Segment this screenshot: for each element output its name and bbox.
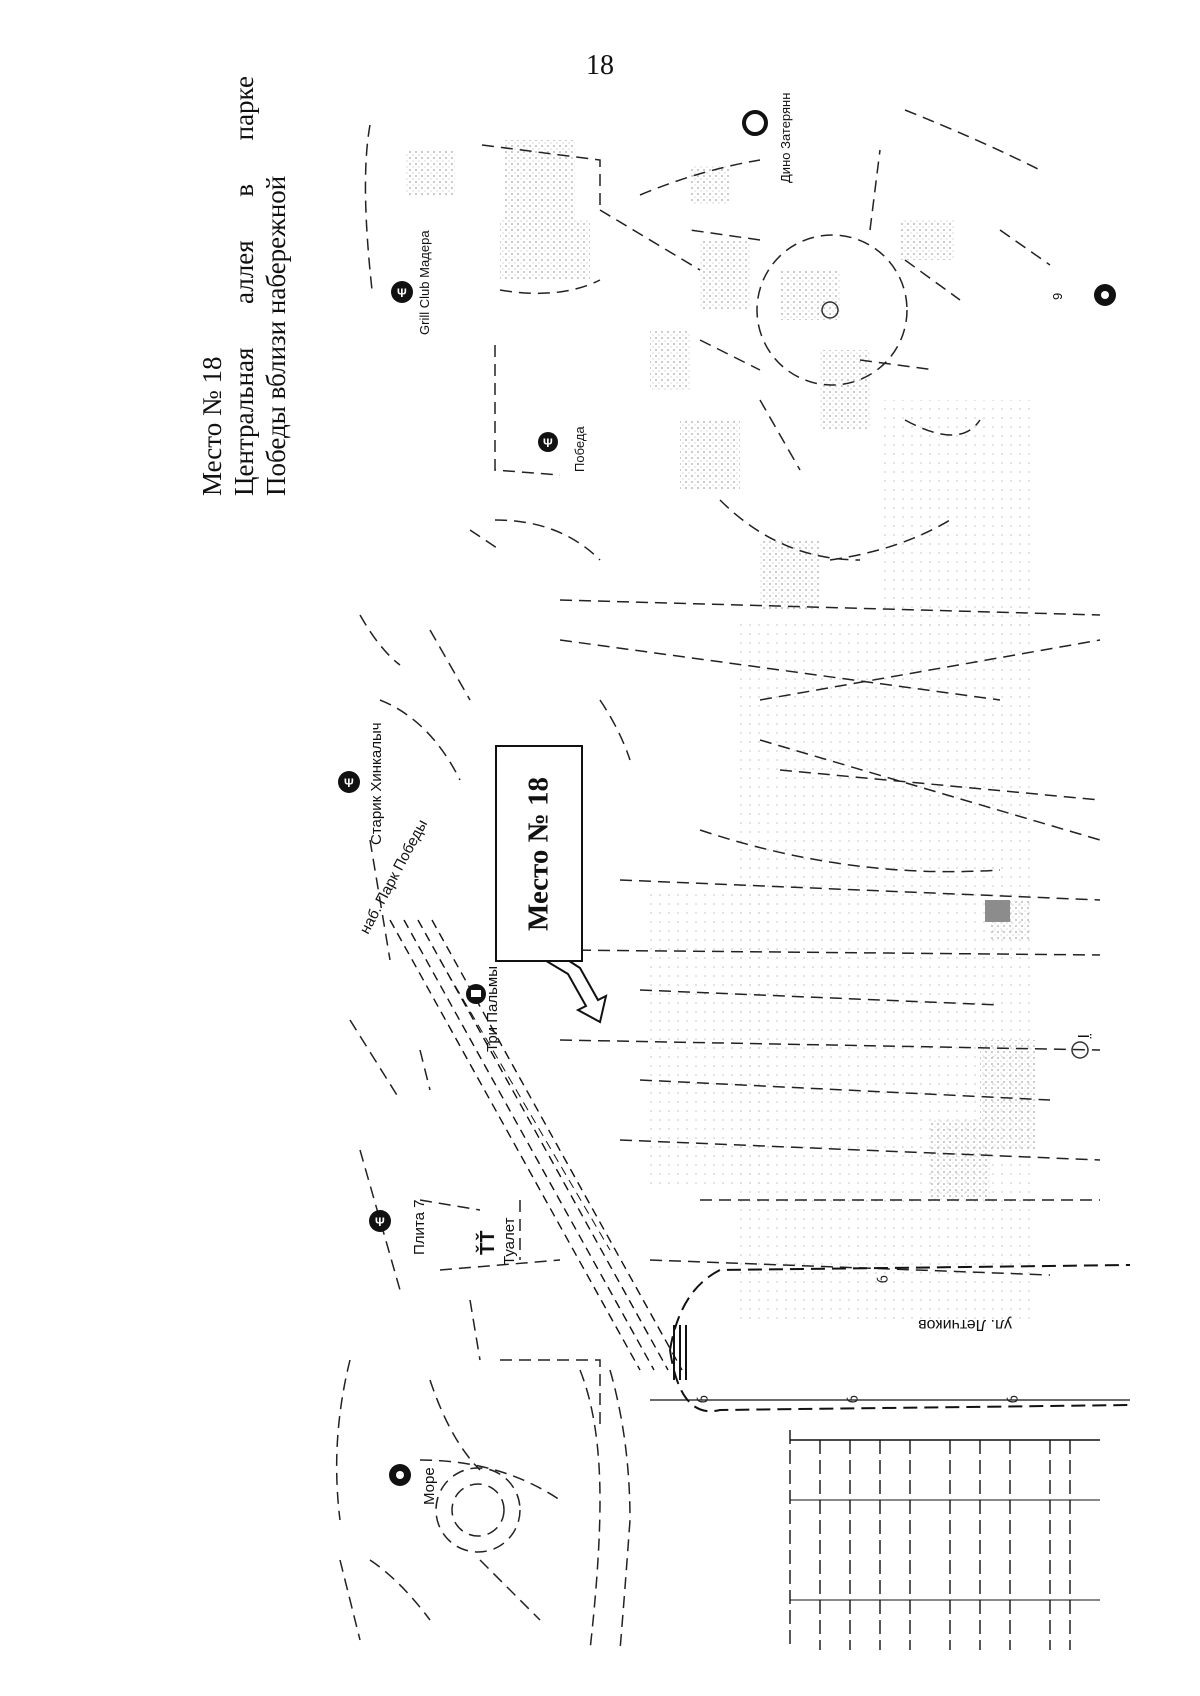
park-vegetation-light: [650, 400, 1030, 1320]
svg-text:Ψ: Ψ: [543, 436, 553, 450]
label-starik: Старик Хинкалыч: [368, 722, 385, 845]
label-more: Море: [421, 1467, 438, 1505]
compass-marker: [821, 301, 1089, 1059]
embankment-road: [389, 919, 683, 1371]
page-number: 18: [586, 50, 614, 81]
hotel-icon: [466, 984, 486, 1004]
svg-text:ꝯ: ꝯ: [846, 1395, 863, 1403]
caption-line-3: Победы вблизи набережной: [261, 175, 291, 496]
svg-text:ꝯ: ꝯ: [876, 1275, 893, 1283]
dark-block: [985, 900, 1010, 922]
restaurant-icon: Ψ: [391, 281, 413, 303]
caption-line-2: Центральная аллея в парке: [229, 76, 259, 496]
caption-line-1: Место № 18: [197, 356, 227, 497]
small-marker: Ϊ: [1074, 1034, 1092, 1039]
svg-text:ꝯ: ꝯ: [696, 1395, 713, 1403]
svg-text:Ϊ: Ϊ: [1074, 1034, 1092, 1039]
label-tualet: Туалет: [501, 1217, 518, 1265]
label-plita: Плита 7: [411, 1200, 428, 1255]
location-callout-box: Место № 18: [495, 745, 583, 962]
label-pobeda: Победа: [572, 426, 587, 472]
restaurant-icon: Ψ: [538, 432, 558, 452]
label-num9: 9: [1050, 293, 1065, 300]
street-block: [650, 1264, 1131, 1650]
tree-symbols: ꝯ ꝯ ꝯ ꝯ: [696, 1275, 1023, 1403]
cinema-icon: [1094, 284, 1116, 306]
callout-text: Место № 18: [522, 776, 555, 931]
toilet-icon: ŤŤ: [475, 1231, 499, 1255]
park-paths: [335, 109, 1101, 1651]
svg-text:Ψ: Ψ: [344, 776, 354, 790]
svg-text:ꝯ: ꝯ: [1006, 1395, 1023, 1403]
restaurant-icon: Ψ: [338, 771, 360, 793]
poi-markers: Ψ Ψ Ψ Ψ ŤŤ Ϊ: [338, 110, 1116, 1486]
label-dino: Дино Затерянн: [778, 93, 793, 183]
label-tri-palmy: Три Пальмы: [484, 966, 501, 1052]
svg-text:ŤŤ: ŤŤ: [475, 1231, 499, 1255]
label-street: ул. Летчиков: [918, 1316, 1012, 1333]
label-grill: Grill Club Мадера: [417, 230, 432, 335]
theatre-icon: [742, 110, 768, 136]
location-caption: Место № 18 Центральная аллея в парке Поб…: [196, 76, 292, 496]
restaurant-icon: Ψ: [369, 1210, 391, 1232]
svg-text:Ψ: Ψ: [375, 1215, 385, 1229]
callout-arrow: [546, 953, 608, 1024]
svg-text:Ψ: Ψ: [397, 286, 407, 300]
cafe-icon: [389, 1464, 411, 1486]
